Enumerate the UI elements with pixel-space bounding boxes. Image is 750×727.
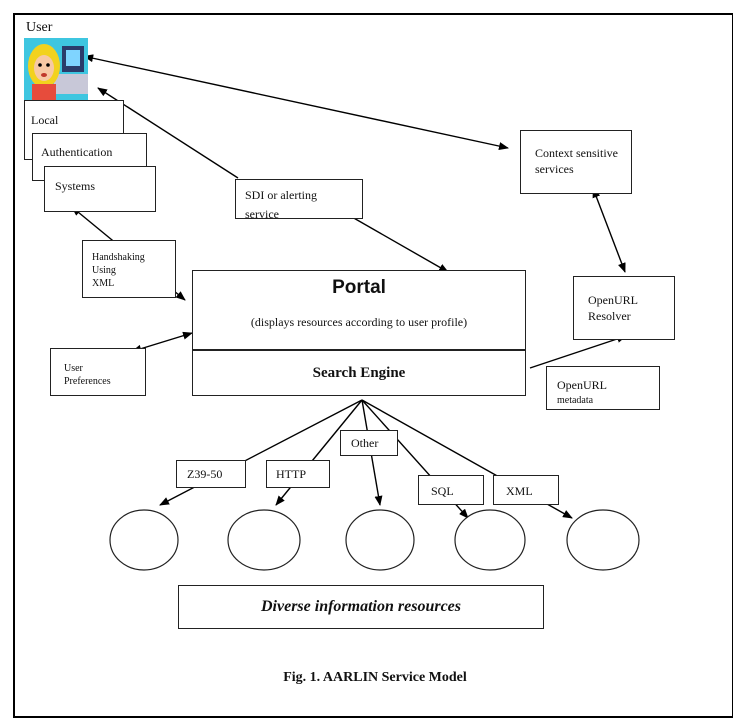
- openurl-resolver-line2: Resolver: [588, 309, 631, 323]
- openurl-metadata-line1: OpenURL: [557, 378, 607, 392]
- protocol-z3950-box: Z39-50: [176, 460, 246, 488]
- arrow-prefs-portal: [131, 331, 193, 353]
- diagram-frame: [13, 13, 733, 718]
- resource-1: [109, 509, 179, 571]
- protocol-http-label: HTTP: [276, 467, 306, 481]
- protocol-z3950-label: Z39-50: [187, 467, 223, 481]
- arrow-search-resolver: [529, 335, 627, 369]
- user-preferences-box: User Preferences: [50, 348, 146, 396]
- handshake-box: Handshaking Using XML: [82, 240, 176, 298]
- protocol-sql-box: SQL: [418, 475, 484, 505]
- resource-3: [345, 509, 415, 571]
- openurl-metadata-box: OpenURL metadata: [546, 366, 660, 410]
- user-preferences-line2: Preferences: [64, 376, 111, 387]
- protocol-sql-label: SQL: [431, 484, 454, 498]
- portal-title: Portal: [332, 277, 386, 298]
- figure-caption: Fig. 1. AARLIN Service Model: [283, 670, 467, 685]
- handshake-line2: Using: [92, 265, 116, 276]
- openurl-resolver-box: OpenURL Resolver: [573, 276, 675, 340]
- user-label: User: [26, 20, 53, 35]
- protocol-other-label: Other: [351, 436, 379, 450]
- resource-5: [566, 509, 640, 571]
- context-services-line1: Context sensitive: [535, 146, 618, 160]
- resources-label: Diverse information resources: [261, 598, 461, 615]
- user-avatar-icon: [24, 38, 88, 100]
- systems-box: Systems: [44, 166, 156, 212]
- search-engine-label: Search Engine: [312, 365, 406, 381]
- protocol-http-box: HTTP: [266, 460, 330, 488]
- context-services-line2: services: [535, 162, 574, 176]
- systems-label: Systems: [55, 179, 96, 193]
- openurl-resolver-line1: OpenURL: [588, 293, 638, 307]
- arrow-user-context: [83, 54, 509, 151]
- user-preferences-line1: User: [64, 363, 83, 374]
- resources-box: Diverse information resources: [178, 585, 544, 629]
- protocol-xml-box: XML: [493, 475, 559, 505]
- portal-box: Portal (displays resources according to …: [192, 270, 526, 350]
- protocol-xml-label: XML: [506, 484, 533, 498]
- resource-2: [227, 509, 301, 571]
- authentication-label: Authentication: [41, 145, 113, 159]
- portal-subtitle: (displays resources according to user pr…: [250, 315, 468, 329]
- openurl-metadata-line2: metadata: [557, 395, 594, 406]
- local-label: Local: [31, 113, 59, 127]
- handshake-line1: Handshaking: [92, 252, 145, 263]
- arrow-sdi-portal: [344, 212, 449, 273]
- sdi-line2: service: [245, 207, 279, 219]
- resource-4: [454, 509, 526, 571]
- arrow-context-resolver: [592, 187, 626, 273]
- search-engine-box: Search Engine: [192, 350, 526, 396]
- context-services-box: Context sensitive services: [520, 130, 632, 194]
- sdi-line1: SDI or alerting: [245, 188, 317, 202]
- sdi-box: SDI or alerting service: [235, 179, 363, 219]
- protocol-other-box: Other: [340, 430, 398, 456]
- handshake-line3: XML: [92, 278, 115, 289]
- arrow-to-resource-1: [159, 399, 363, 506]
